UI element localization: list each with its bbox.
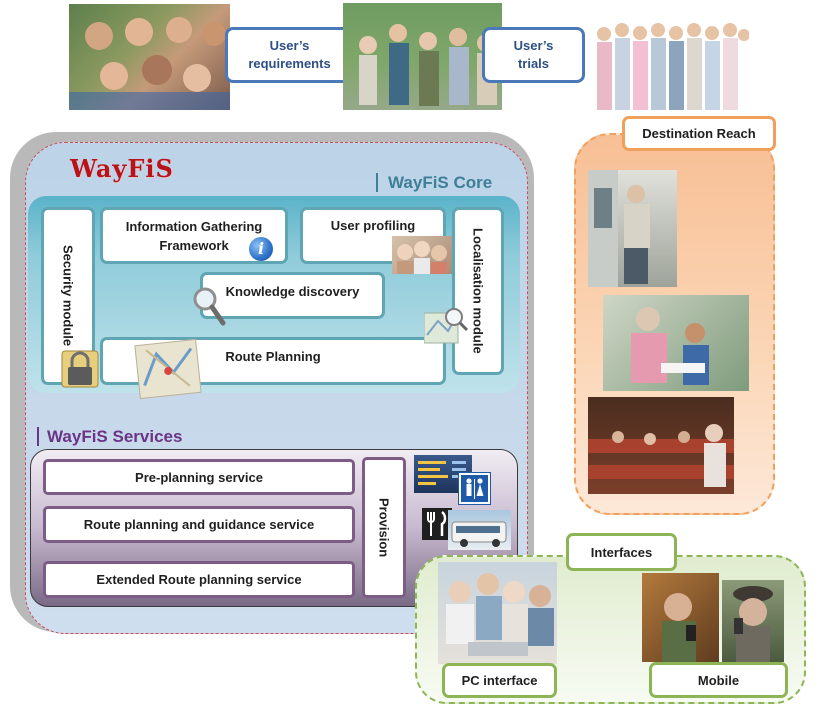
core-title: WayFiS Core	[388, 173, 493, 192]
mobile-photo-2	[722, 580, 784, 662]
lock-icon	[58, 345, 102, 391]
mobile-photo-1	[642, 573, 719, 662]
wayfis-title: WayFiS	[70, 154, 174, 183]
core-title-bar	[376, 173, 378, 192]
pc-interface-photo	[438, 562, 557, 664]
interfaces-title: Interfaces	[590, 544, 653, 560]
user-profiling-photo	[392, 236, 452, 274]
knowledge-discovery-label: Knowledge discovery	[225, 284, 360, 299]
route-guidance-service-box: Route planning and guidance service	[43, 506, 355, 543]
restroom-icon	[459, 473, 490, 504]
seniors-crowd-photo	[592, 18, 749, 110]
provision-label: Provision	[376, 497, 392, 558]
seniors-group-photo-2	[343, 3, 502, 110]
destination-photo-bus	[588, 170, 677, 287]
pre-planning-service-box: Pre-planning service	[43, 459, 355, 495]
destination-photo-cafe	[603, 295, 749, 391]
users-requirements-callout: User’s requirements	[225, 27, 354, 83]
users-requirements-label: User’s requirements	[248, 38, 331, 71]
provision-box: Provision	[362, 457, 406, 598]
route-guidance-service-label: Route planning and guidance service	[83, 517, 315, 532]
route-planning-label: Route Planning	[225, 349, 321, 364]
restaurant-icon	[422, 508, 452, 540]
extended-route-service-label: Extended Route planning service	[96, 572, 302, 587]
info-gathering-label: Information Gathering Framework	[125, 219, 263, 253]
users-trials-callout: User’s trials	[482, 27, 585, 83]
bus-photo	[448, 510, 511, 550]
mobile-box: Mobile	[649, 662, 788, 698]
services-title: WayFiS Services	[47, 427, 183, 446]
users-trials-label: User’s trials	[513, 38, 554, 71]
mobile-label: Mobile	[697, 672, 740, 688]
pc-interface-label: PC interface	[461, 673, 538, 688]
extended-route-service-box: Extended Route planning service	[43, 561, 355, 598]
pc-interface-box: PC interface	[442, 663, 557, 698]
services-title-bar	[37, 427, 39, 446]
magnifier-icon	[192, 286, 226, 326]
destination-photo-theatre	[588, 397, 734, 494]
pre-planning-service-label: Pre-planning service	[135, 469, 263, 485]
seniors-group-photo-1	[69, 4, 230, 110]
user-profiling-label: User profiling	[330, 218, 416, 233]
map-magnifier-icon	[423, 305, 469, 345]
security-module-label: Security module	[60, 245, 76, 347]
map-icon	[134, 338, 202, 400]
destination-title-box: Destination Reach	[622, 116, 776, 151]
localisation-module-box: Localisation module	[452, 207, 504, 375]
interfaces-title-box: Interfaces	[566, 533, 677, 571]
knowledge-discovery-box: Knowledge discovery	[200, 272, 385, 319]
destination-title: Destination Reach	[642, 126, 756, 141]
info-icon: i	[249, 237, 273, 261]
localisation-module-label: Localisation module	[470, 228, 486, 354]
info-gathering-box: Information Gathering Framework	[100, 207, 288, 264]
